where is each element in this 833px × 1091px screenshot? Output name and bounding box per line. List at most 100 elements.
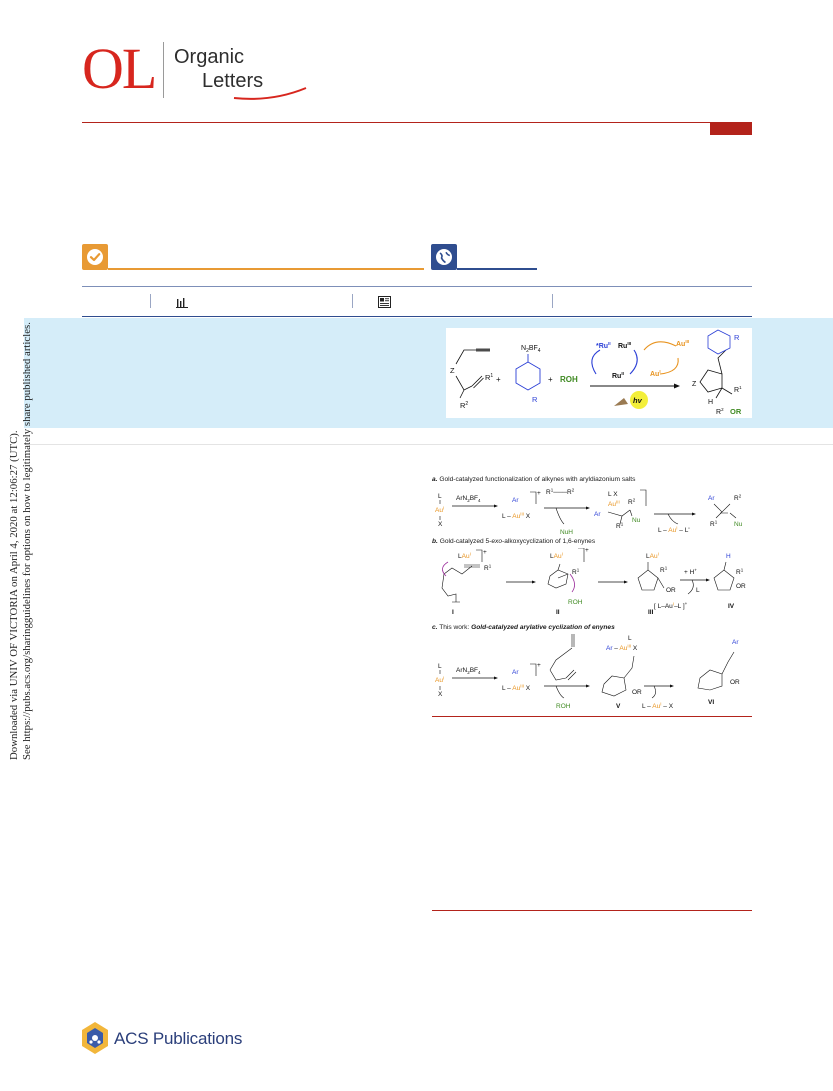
panel-a-ar5: Ar — [708, 495, 715, 502]
panel-a-reagent-sub2: 4 — [478, 498, 481, 503]
toc-label-z: Z — [450, 366, 455, 375]
toc-ru-excited-sup: II — [608, 341, 611, 346]
panel-c-reagent-sub: 2 — [467, 670, 470, 675]
figure-panel-b: LAuI + R1 I LAuI + R1 ROH II LAuI R1 OR … — [441, 548, 746, 616]
toc-au-iii: Au — [676, 341, 685, 348]
panel-c-au3-ox: III — [627, 644, 631, 649]
panel-b-roman-iii: III — [648, 609, 654, 616]
toc-plus-2: + — [548, 375, 553, 384]
svg-text:ArN2BF4: ArN2BF4 — [456, 667, 481, 675]
panel-a-r2-sup: 2 — [572, 488, 575, 493]
metrics-separator — [150, 294, 151, 308]
panel-b-r1c-sup: 1 — [665, 566, 668, 571]
svg-text:+ H+: + H+ — [684, 568, 697, 577]
journal-name-line2: Letters — [202, 70, 264, 92]
svg-text:R1: R1 — [660, 566, 668, 575]
toc-graphic[interactable]: Z R1 R2 + N2BF4 R + ROH *RuII RuIII RuII… — [446, 328, 752, 418]
panel-c-au: Au — [435, 677, 443, 684]
panel-b-or1: OR — [666, 587, 676, 594]
panel-c-ar3: Ar — [732, 639, 739, 646]
panel-a-l2: L — [502, 513, 506, 520]
panel-b-hplus: + H — [684, 569, 695, 576]
toc-product-z: Z — [692, 381, 697, 388]
svg-text:RuIII: RuIII — [618, 341, 631, 350]
header-rule — [82, 122, 752, 123]
panel-c-roh: ROH — [556, 703, 571, 710]
panel-a-reagent-sub: 2 — [467, 498, 470, 503]
panel-c-au4-ox: I — [660, 702, 661, 707]
panel-b-l4: L — [696, 587, 700, 594]
toc-product-r1: R — [734, 387, 739, 394]
download-notice-line2[interactable]: See https://pubs.acs.org/sharingguidelin… — [21, 322, 33, 760]
access-underline — [108, 268, 424, 270]
toc-ru-iii: Ru — [618, 343, 627, 350]
toc-ru-cycle — [591, 341, 679, 375]
svg-text:LAuI: LAuI — [646, 552, 659, 561]
check-circle-icon[interactable] — [82, 244, 108, 270]
panel-a-x3: X — [613, 491, 618, 498]
panel-c-l4: L — [642, 703, 646, 710]
figure-1[interactable]: a. Gold-catalyzed functionalization of a… — [432, 472, 754, 712]
toc-diazonium-sub: 2 — [526, 348, 529, 354]
download-notice-line1: Downloaded via UNIV OF VICTORIA on April… — [8, 430, 20, 760]
journal-logo[interactable]: OL Organic Letters — [82, 36, 322, 106]
panel-a-x2: X — [526, 513, 531, 520]
panel-a-r2b-sup: 2 — [633, 498, 636, 503]
metrics-separator — [352, 294, 353, 308]
toc-diazonium-r: R — [532, 395, 538, 404]
acs-publications-logo[interactable]: ACS Publications — [80, 1020, 250, 1060]
panel-a-au3: Au — [608, 501, 616, 508]
panel-b-or2: OR — [736, 583, 746, 590]
toc-diazonium — [515, 354, 541, 391]
toc-label-r2-sup: 2 — [465, 401, 468, 407]
panel-c-au-ox: I — [443, 676, 444, 681]
svg-text:R1: R1 — [484, 564, 492, 573]
panel-a-ar: Ar — [512, 497, 519, 504]
panel-c-x: X — [438, 691, 443, 698]
panel-c-ar: Ar — [512, 669, 519, 676]
panel-c-or2: OR — [730, 679, 740, 686]
bar-chart-icon[interactable] — [176, 295, 188, 313]
toc-ru-excited: *Ru — [596, 343, 608, 350]
toc-au-i-sup: I — [659, 369, 660, 374]
svg-text:R2: R2 — [628, 498, 636, 507]
panel-a-r2: R — [567, 489, 572, 496]
panel-b-roman-ii: II — [556, 609, 560, 616]
newspaper-icon[interactable] — [378, 295, 391, 313]
panel-c-au4: Au — [652, 703, 660, 710]
journal-name-line1: Organic — [174, 46, 245, 68]
acs-hexagon-icon — [82, 1022, 108, 1054]
panel-a-nu: Nu — [632, 517, 641, 524]
svg-text:R1: R1 — [710, 520, 718, 529]
panel-a-r2c: R — [734, 495, 739, 502]
figure-caption-c-bold: Gold-catalyzed arylative cyclization of … — [471, 624, 615, 631]
toc-au-iii-sup: III — [685, 339, 689, 344]
svg-text:R1: R1 — [616, 522, 624, 531]
panel-b-au3-ox: I — [658, 552, 659, 557]
panel-a-nu2: Nu — [734, 521, 743, 528]
panel-a-au2: Au — [512, 513, 520, 520]
svg-text:R2: R2 — [716, 407, 724, 416]
figure-caption-b-post: -alkoxycyclization of 1,6-enynes — [502, 538, 596, 545]
svg-text:*RuII: *RuII — [596, 341, 611, 350]
globe-icon[interactable] — [431, 244, 457, 270]
panel-a-r1: R — [546, 489, 551, 496]
svg-text:AuI: AuI — [650, 369, 661, 378]
svg-text:R1───R2: R1───R2 — [546, 488, 575, 497]
panel-b-plus1: + — [483, 549, 487, 556]
panel-a-r2c-sup: 2 — [739, 494, 742, 499]
section-divider — [24, 444, 833, 445]
toc-diazonium-n: N — [521, 345, 526, 352]
panel-c-reagent: ArN — [456, 667, 468, 674]
metrics-separator — [552, 294, 553, 308]
panel-b-complex-ox: I — [673, 602, 674, 607]
panel-a-reagent: ArN — [456, 495, 468, 502]
panel-b-h: H — [726, 553, 731, 560]
panel-a-au4-ox: I — [676, 526, 677, 531]
panel-a-au-ox: I — [443, 506, 444, 511]
panel-b-l1: L — [458, 553, 462, 560]
toc-product-r1-sup: 1 — [739, 385, 742, 390]
figure-caption-c: c. This work: Gold-catalyzed arylative c… — [432, 624, 615, 632]
svg-text:L – AuIII X: L – AuIII X — [502, 512, 531, 521]
panel-a-plus: + — [537, 490, 541, 497]
